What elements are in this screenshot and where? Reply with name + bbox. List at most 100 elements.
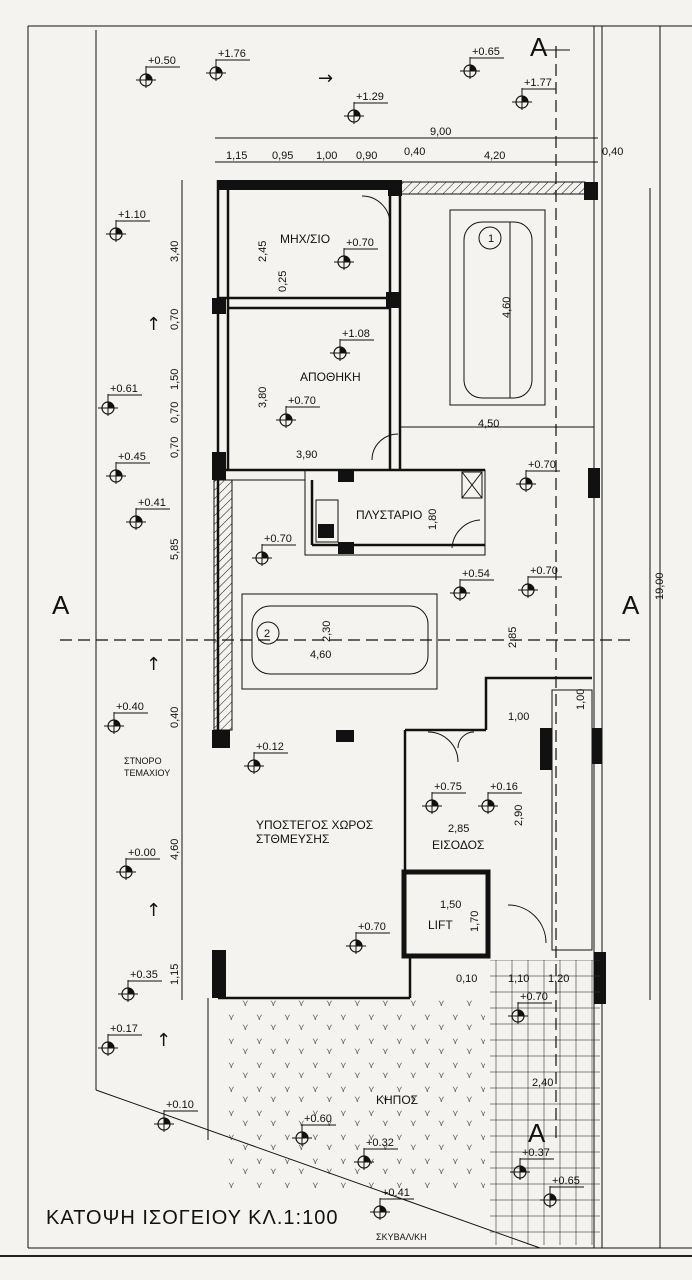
dim-left-6: 5,85 <box>169 539 181 560</box>
elevation-label: +0.70 <box>346 237 374 249</box>
arrow-right-icon: → <box>318 68 333 89</box>
dimension-lines <box>181 137 651 1000</box>
dim-right-total: 19,00 <box>654 572 666 600</box>
elevation-marker-icon <box>478 792 522 814</box>
elevation-label: +0.35 <box>130 969 158 981</box>
dim-left-8: 4,60 <box>169 839 181 860</box>
elevation-marker-icon <box>370 1198 414 1220</box>
elevation-marker-icon <box>276 406 320 428</box>
drawing-title: ΚΑΤΟΨΗ ΙΣΟΓΕΙΟΥ ΚΛ.1:100 <box>46 1207 338 1229</box>
elevation-label: +0.70 <box>520 991 548 1003</box>
elevation-marker-icon <box>344 102 388 124</box>
elevation-label: +0.70 <box>530 565 558 577</box>
elevation-marker-icon <box>154 1110 198 1132</box>
room-label-garden: ΚΗΠΟΣ <box>376 1093 418 1107</box>
dim-left-9: 1,15 <box>169 964 181 985</box>
elevation-label: +1.08 <box>342 328 370 340</box>
elevation-label: +0.45 <box>118 451 146 463</box>
dim-top-1: 1,15 <box>226 150 247 162</box>
elevation-label: +0.10 <box>166 1099 194 1111</box>
dim-car2-length: 4,60 <box>310 649 331 661</box>
elevation-marker-icon <box>508 1002 552 1024</box>
dim-entrance-height: 2,90 <box>513 805 525 826</box>
dim-stair-1: 1,00 <box>508 711 529 723</box>
elevation-marker-icon <box>510 1158 554 1180</box>
section-mark-left: A <box>52 590 70 620</box>
elevation-marker-icon <box>512 88 556 110</box>
dim-bottom-3: 1,20 <box>548 973 569 985</box>
dim-garage-width: 4,50 <box>478 418 499 430</box>
arrow-up-icon: ↑ <box>156 1030 171 1051</box>
dim-left-4: 0,70 <box>169 402 181 423</box>
elevation-marker-icon <box>118 980 162 1002</box>
room-label-laundry: ΠΛΥΣΤΑΡΙΟ <box>356 508 422 522</box>
section-mark-top: A <box>530 32 548 62</box>
section-line <box>60 46 632 1140</box>
elevation-marker-icon <box>330 339 374 361</box>
elevation-label: +0.16 <box>490 781 518 793</box>
elevation-label: +0.32 <box>366 1137 394 1149</box>
arrow-up-icon: ↑ <box>146 314 161 335</box>
dim-bottom-1: 0,10 <box>456 973 477 985</box>
dim-left-3: 1,50 <box>169 369 181 390</box>
garden-area <box>220 1000 485 1190</box>
elevation-marker-icon <box>450 579 494 601</box>
elevation-label: +0.70 <box>288 395 316 407</box>
elevation-marker-icon <box>106 462 150 484</box>
note-plot-boundary-2: ΤΕΜΑΧΙΟΥ <box>124 768 170 778</box>
elevation-marker-icon <box>354 1148 398 1170</box>
dim-entrance-width: 2,85 <box>448 823 469 835</box>
elevation-label: +1.76 <box>218 48 246 60</box>
elevation-marker-icon <box>540 1186 584 1208</box>
room-label-lift: LIFT <box>428 918 453 932</box>
car-number-2: 2 <box>264 628 270 640</box>
parking-space-2 <box>241 593 438 690</box>
elevation-marker-icon <box>334 248 378 270</box>
elevation-marker-icon <box>422 792 466 814</box>
elevation-marker-icon <box>136 66 180 88</box>
elevation-marker-icon <box>518 576 562 598</box>
dim-path-width: 2,40 <box>532 1077 553 1089</box>
note-refuse: ΣΚΥΒΑΛ/ΚΗ <box>376 1232 427 1242</box>
elevation-markers <box>98 57 584 1220</box>
dim-lift-width: 1,50 <box>440 899 461 911</box>
elevation-label: +0.41 <box>382 1187 410 1199</box>
section-mark-right: A <box>622 590 640 620</box>
dim-stair-2: 1,00 <box>575 689 587 710</box>
elevation-marker-icon <box>244 752 288 774</box>
elevation-marker-icon <box>346 932 390 954</box>
elevation-label: +0.00 <box>128 847 156 859</box>
elevation-marker-icon <box>252 544 296 566</box>
arrow-up-icon: ↑ <box>146 900 161 921</box>
dim-car2-width: 2,30 <box>321 621 333 642</box>
elevation-label: +0.70 <box>528 459 556 471</box>
elevation-label: +0.70 <box>264 533 292 545</box>
room-label-parking-1: ΥΠΟΣΤΕΓΟΣ ΧΩΡΟΣ <box>256 818 373 832</box>
dim-left-7: 0,40 <box>169 707 181 728</box>
elevation-marker-icon <box>98 1034 142 1056</box>
dim-storage-width: 3,90 <box>296 449 317 461</box>
dim-mech-width: 0,25 <box>277 271 289 292</box>
elevation-label: +0.17 <box>110 1023 138 1035</box>
arrow-up-icon: ↑ <box>146 654 161 675</box>
dim-top-7: 0,40 <box>602 146 623 158</box>
dim-car1-length: 4,60 <box>501 297 513 318</box>
section-mark-bottom: A <box>528 1118 546 1148</box>
elevation-label: +0.60 <box>304 1113 332 1125</box>
elevation-marker-icon <box>292 1124 336 1146</box>
elevation-label: +0.40 <box>116 701 144 713</box>
elevation-marker-icon <box>516 470 560 492</box>
elevation-label: +0.61 <box>110 383 138 395</box>
elevation-label: +0.70 <box>358 921 386 933</box>
elevation-label: +0.12 <box>256 741 284 753</box>
car-number-1: 1 <box>488 233 494 245</box>
elevation-label: +1.29 <box>356 91 384 103</box>
dim-top-3: 1,00 <box>316 150 337 162</box>
laundry-room <box>304 469 486 556</box>
room-label-parking-2: ΣΤΘΜΕΥΣΗΣ <box>256 832 329 846</box>
elevation-marker-icon <box>104 712 148 734</box>
building-walls <box>207 180 600 1140</box>
elevation-label: +0.50 <box>148 55 176 67</box>
elevation-label: +0.37 <box>522 1147 550 1159</box>
